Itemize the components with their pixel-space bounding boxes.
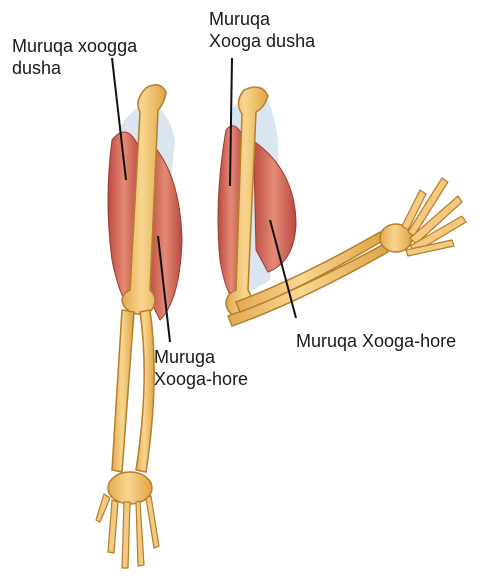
label-line: Xooga-hore xyxy=(154,368,248,390)
label-biceps-right: Muruqa Xooga dusha xyxy=(209,8,315,52)
label-line: Muruqa xyxy=(209,8,315,30)
label-line: Muruga xyxy=(154,346,248,368)
label-biceps-left: Muruqa xoogga dusha xyxy=(12,35,137,79)
label-line: dusha xyxy=(12,57,137,79)
radius-left xyxy=(136,310,154,472)
label-line: Xooga dusha xyxy=(209,30,315,52)
flexed-arm xyxy=(218,87,466,326)
ulna-left xyxy=(112,310,134,472)
label-line: Muruqa xoogga xyxy=(12,35,137,57)
biceps-muscle-right xyxy=(252,140,296,272)
hand-right xyxy=(402,178,466,256)
wrist-left xyxy=(108,472,152,504)
label-triceps-right: Muruqa Xooga-hore xyxy=(296,330,480,352)
hand-left xyxy=(96,494,159,568)
label-triceps-left: Muruga Xooga-hore xyxy=(154,346,248,390)
